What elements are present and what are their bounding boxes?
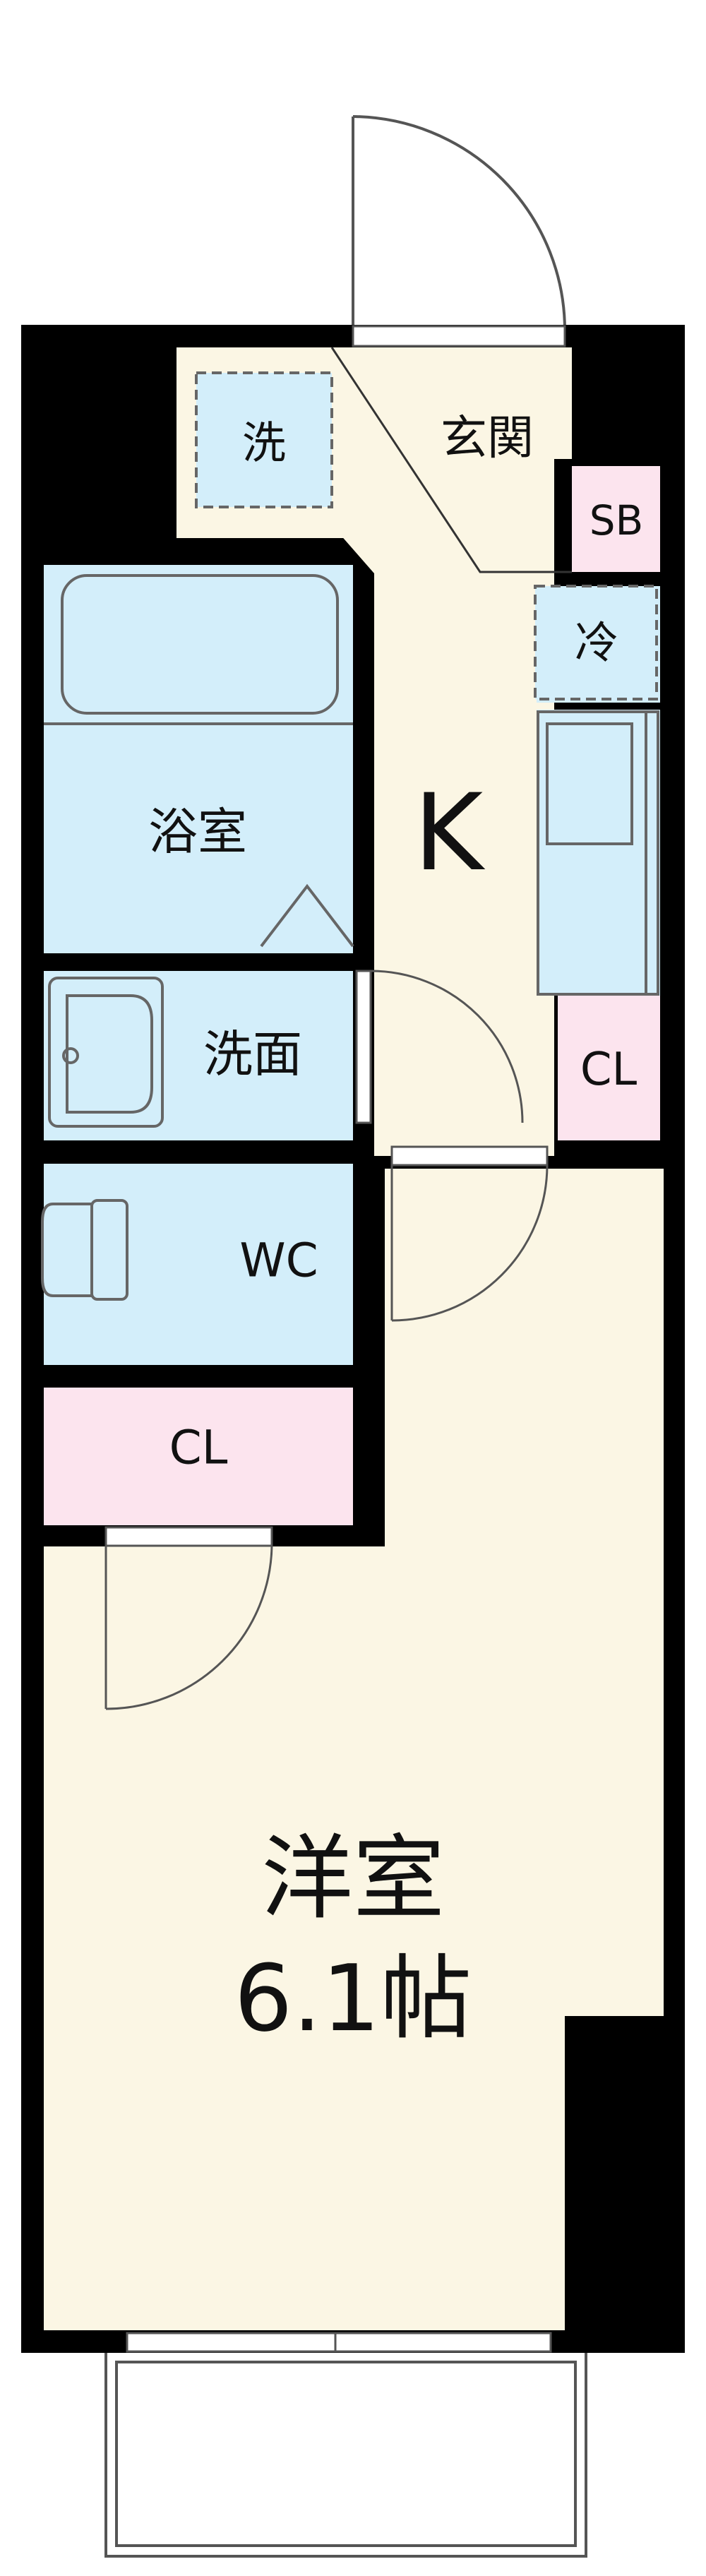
- toilet-area: [44, 1164, 353, 1365]
- hall-closet-label: CL: [169, 1421, 228, 1475]
- western-room-floor: [44, 1546, 565, 2330]
- kitchen-label: K: [414, 772, 486, 895]
- entrance-door: [352, 115, 566, 331]
- laundry-label: 洗: [242, 417, 286, 469]
- kitchen-floor: [374, 573, 554, 1156]
- wet-areas: [44, 565, 660, 1365]
- entrance-step-line: [330, 347, 572, 573]
- fridge-box: [534, 585, 658, 700]
- interior-door-swings: [104, 970, 549, 1710]
- closets: [44, 466, 660, 1525]
- bathtub: [44, 574, 354, 948]
- kitchen-closet-label: CL: [580, 1044, 638, 1096]
- fridge-label: 冷: [575, 617, 618, 669]
- hall-closet-area: [44, 1388, 353, 1525]
- balcony: [104, 2350, 587, 2558]
- entrance-label: 玄関: [441, 411, 534, 465]
- door-openings: [104, 325, 566, 2353]
- washroom-label: 洗面: [203, 1025, 302, 1083]
- dashed-boxes: [195, 371, 658, 700]
- shoe-box-area: [572, 466, 660, 572]
- toilet-label: WC: [239, 1234, 318, 1288]
- sink-counter: [537, 710, 659, 996]
- bath-label: 浴室: [148, 803, 247, 861]
- wash-basin: [48, 977, 164, 1128]
- sink-counter-area: [537, 710, 660, 996]
- shoe-box-label: SB: [590, 496, 644, 544]
- bath-area: [44, 565, 353, 953]
- western-room-label: 洋室: [261, 1825, 445, 1932]
- kitchen-closet-area: [558, 996, 660, 1140]
- western-room-right-floor: [565, 1169, 664, 2016]
- washroom-door: [370, 970, 524, 1123]
- laundry-pan: [195, 371, 333, 508]
- western-room-door: [391, 1164, 549, 1322]
- hall-door: [105, 1545, 273, 1710]
- western-room-size-label: 6.1帖: [234, 1945, 472, 2052]
- toilet-fixture: [41, 1199, 128, 1301]
